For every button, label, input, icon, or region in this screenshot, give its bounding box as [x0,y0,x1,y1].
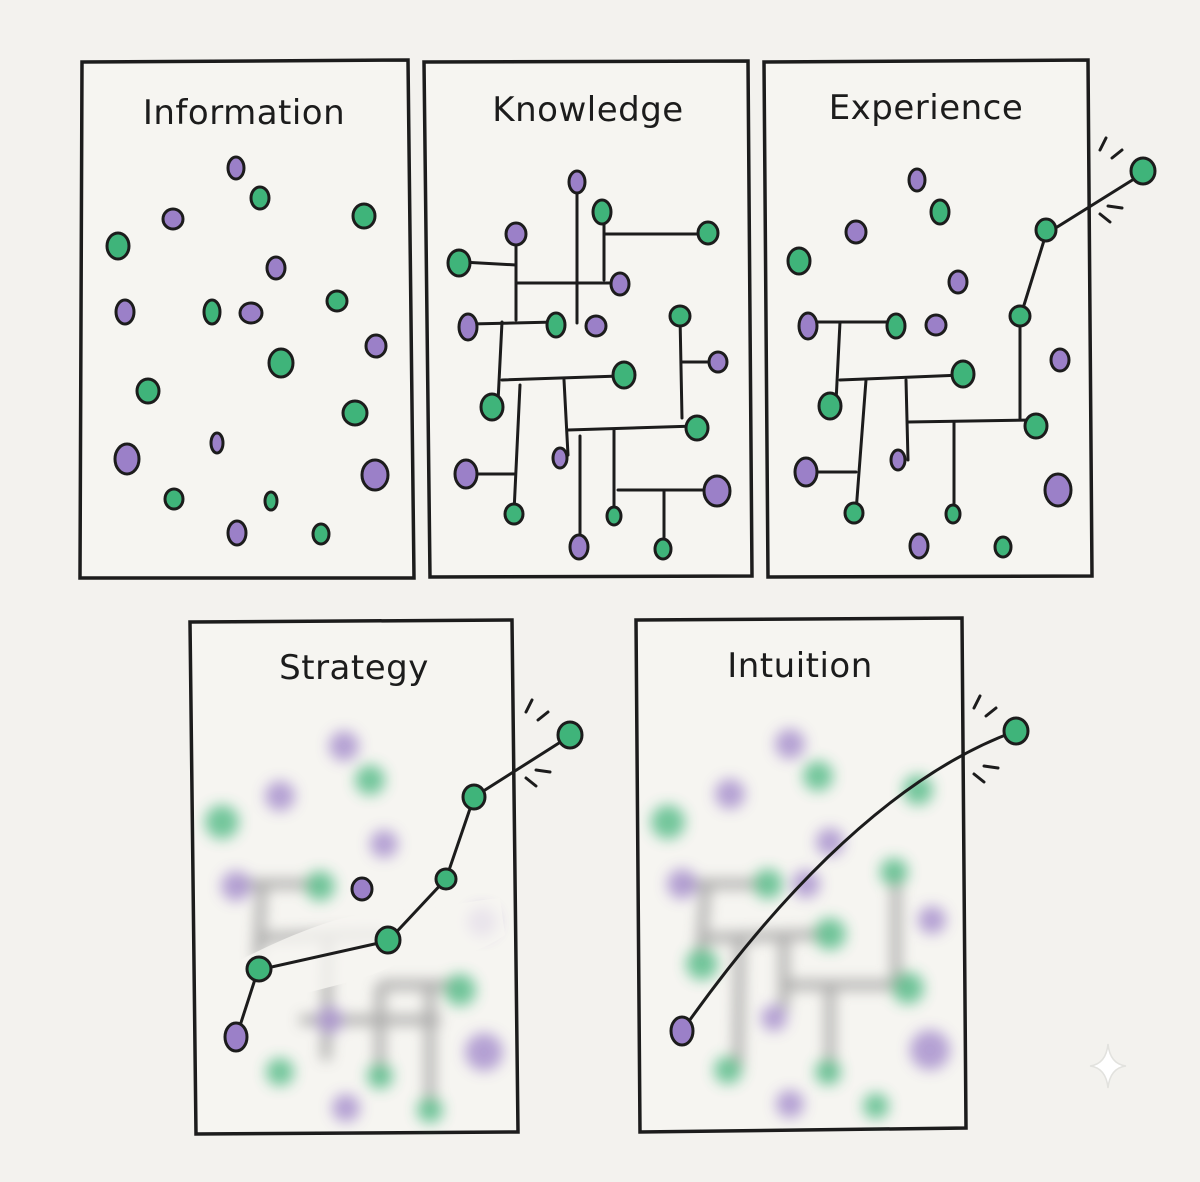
panel-title-strategy: Strategy [279,648,429,688]
strategy-burst [524,698,552,788]
panel-title-experience: Experience [829,88,1024,128]
experience-nodes [786,156,1157,560]
intuition-path [680,729,1018,1033]
knowledge-nodes [446,169,732,561]
sparkle-icon [1089,1043,1127,1089]
intuition-nodes [669,716,1030,1047]
strategy-clear-band [240,898,505,1010]
panel-frame [188,618,520,1136]
panel-knowledge: Knowledge [422,59,754,579]
panel-intuition: Intuition [634,616,1030,1134]
panel-title-information: Information [143,93,345,133]
panel-experience: Experience [762,58,1157,579]
experience-burst [1098,136,1124,224]
strategy-nodes [223,720,584,1053]
information-nodes [105,155,390,547]
knowledge-connections [460,180,718,550]
intuition-blurred-network [651,729,950,1119]
intuition-burst [972,694,1000,784]
panel-strategy: Strategy [188,618,584,1136]
panel-title-intuition: Intuition [727,646,873,686]
panel-title-knowledge: Knowledge [492,90,683,130]
panel-information: Information [78,58,416,580]
